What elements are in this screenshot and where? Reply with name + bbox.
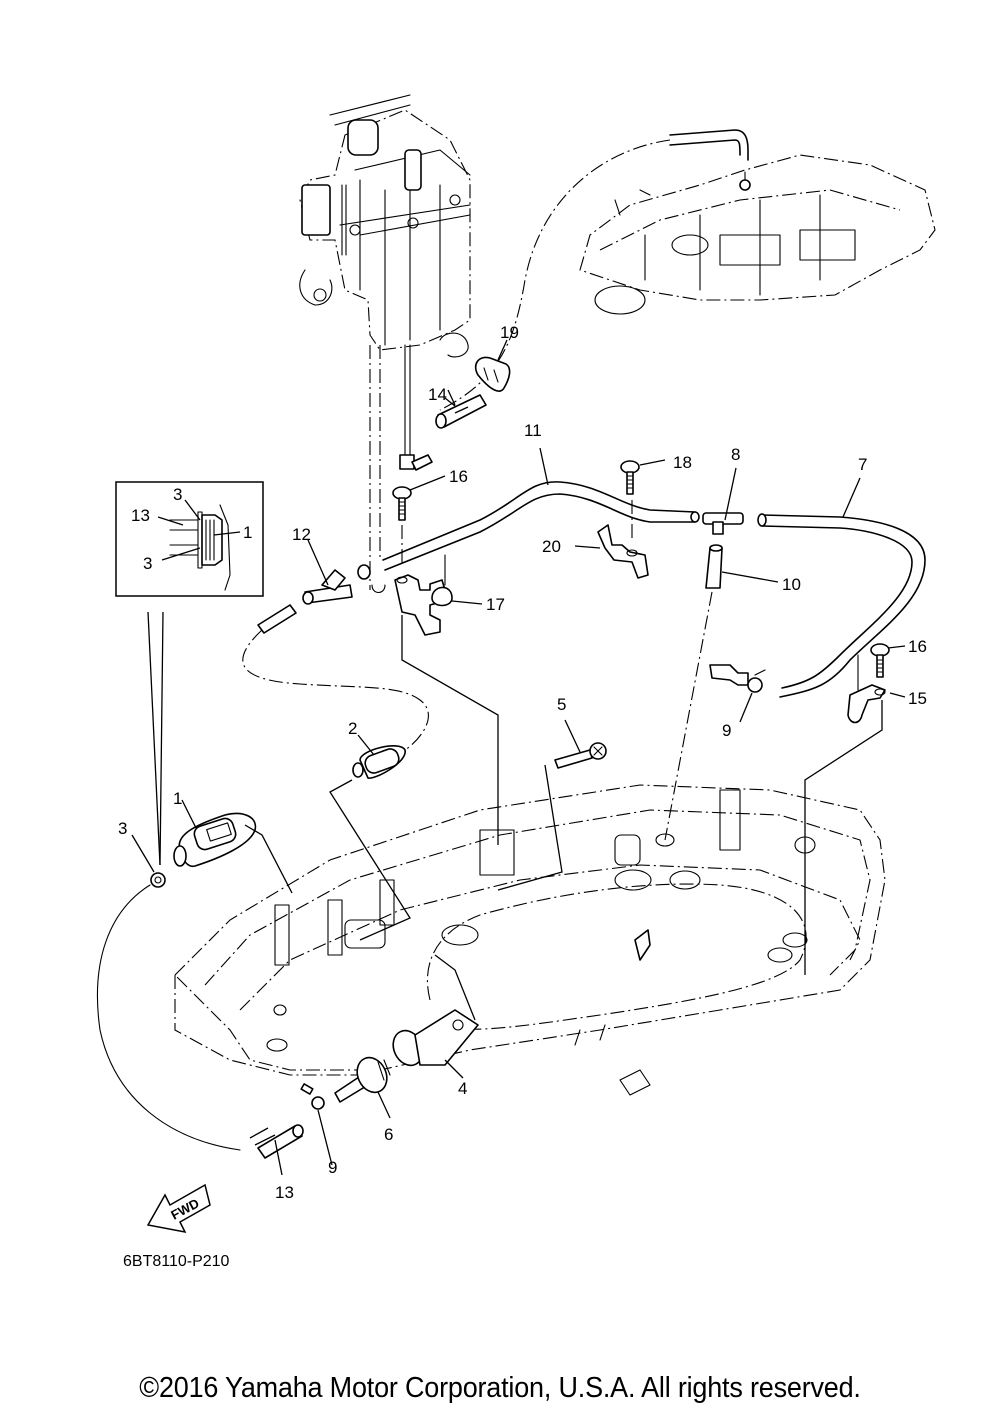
callout-12: 12 (292, 525, 311, 544)
callout-13: 13 (275, 1183, 294, 1202)
part-9-clamp-right (709, 664, 766, 723)
part-18-bolt (620, 459, 666, 540)
part-12-joint (302, 539, 353, 605)
callout-1: 1 (173, 789, 182, 808)
callout-15: 15 (908, 689, 927, 708)
hose-loop-left (242, 604, 429, 751)
part-6-cap (334, 1056, 391, 1119)
callout-labels: 19 14 11 18 8 7 16 12 20 10 17 16 15 9 2… (118, 323, 927, 1202)
part-8-joint (702, 467, 744, 535)
callout-2: 2 (348, 719, 357, 738)
part-7-hose (757, 477, 926, 698)
callout-4: 4 (458, 1079, 467, 1098)
inset-callout-3-bottom: 3 (143, 554, 152, 573)
callout-17: 17 (486, 595, 505, 614)
part-14-hose (435, 389, 487, 429)
part-9-clamp-bottom (300, 1083, 333, 1166)
callout-11: 11 (524, 421, 542, 440)
callout-16-right: 16 (908, 637, 927, 656)
fwd-arrow-icon: FWD (146, 1183, 211, 1234)
copyright-notice: ©2016 Yamaha Motor Corporation, U.S.A. A… (139, 1372, 861, 1404)
callout-9-bottom: 9 (328, 1158, 337, 1177)
upper-casing-assembly (579, 154, 936, 315)
callout-9-right: 9 (722, 721, 731, 740)
callout-18: 18 (673, 453, 692, 472)
part-16-bolt-right (870, 643, 906, 678)
callout-7: 7 (858, 455, 867, 474)
callout-10: 10 (782, 575, 801, 594)
part-16-bolt-left (392, 475, 446, 565)
callout-19: 19 (500, 323, 519, 342)
bottom-cowling (174, 784, 886, 1096)
part-11-hose (357, 447, 700, 580)
part-19-clamp (474, 339, 511, 392)
part-5-screw (497, 719, 607, 891)
part-17-bracket (394, 554, 499, 845)
part-13-hose (96, 884, 304, 1176)
part-1-grommet (173, 799, 293, 894)
callout-20: 20 (542, 537, 561, 556)
part-20-bracket (574, 524, 649, 579)
inset-callout-3-top: 3 (173, 485, 182, 504)
callout-16-left: 16 (449, 467, 468, 486)
callout-5: 5 (557, 695, 566, 714)
callout-8: 8 (731, 445, 740, 464)
part-15-clamp (804, 654, 906, 975)
inset-callout-1: 1 (243, 523, 252, 542)
part-4-fitting (392, 954, 479, 1079)
vapor-separator-assembly (299, 94, 471, 594)
callout-6: 6 (384, 1125, 393, 1144)
part-10-hose (664, 544, 779, 841)
inset-callout-13: 13 (131, 506, 150, 525)
reference-code: 6BT8110-P210 (123, 1253, 230, 1270)
part-3-clamp (131, 611, 166, 888)
detail-inset (115, 481, 264, 597)
callout-14: 14 (428, 385, 447, 404)
callout-3: 3 (118, 819, 127, 838)
